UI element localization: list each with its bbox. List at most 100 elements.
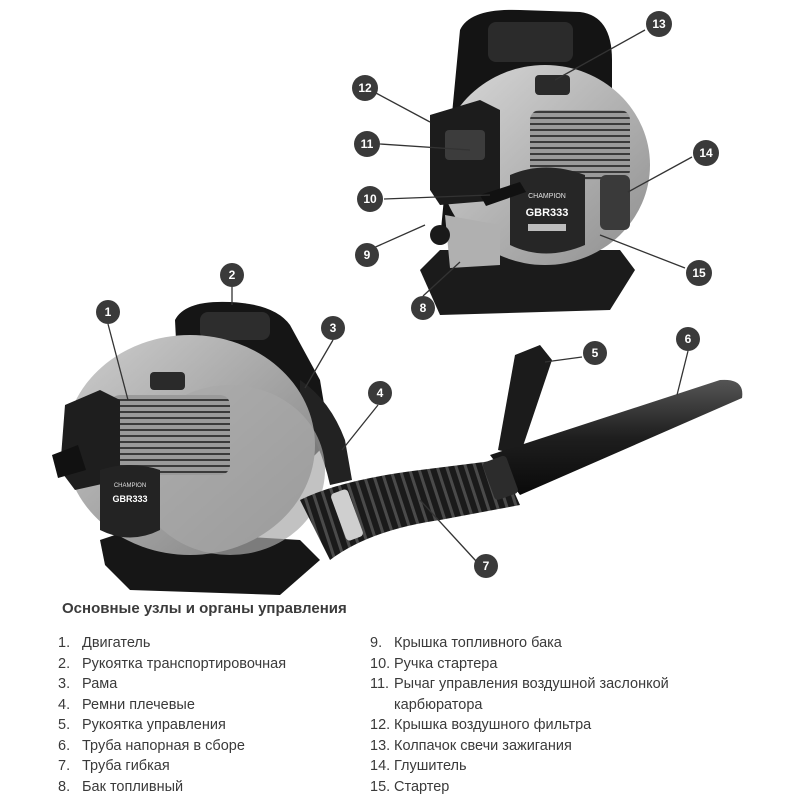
bottom-tube-coupling <box>483 455 518 500</box>
list-item: 5. Рукоятка управления <box>58 715 286 736</box>
item-number: 3. <box>58 676 71 692</box>
list-item: 3. Рама <box>58 674 286 695</box>
callout-6: 6 <box>676 327 700 351</box>
leader-lines <box>107 29 693 562</box>
top-muffler <box>600 175 630 230</box>
list-item: 4. Ремни плечевые <box>58 695 286 716</box>
top-badge <box>510 167 585 254</box>
item-number: 8. <box>58 778 71 795</box>
leader-6 <box>676 350 689 396</box>
top-brand-text: CHAMPION <box>528 193 566 200</box>
item-number: 9. <box>370 635 383 651</box>
svg-text:12: 12 <box>358 81 372 95</box>
callout-7: 7 <box>474 554 498 578</box>
list-item: 2. Рукоятка транспортировочная <box>58 654 286 675</box>
list-item: 1. Двигатель <box>58 633 286 654</box>
item-text: Рычаг управления воздушной заслонкой кар… <box>394 676 669 713</box>
item-text: Рукоятка транспортировочная <box>82 655 287 672</box>
callout-10: 10 <box>357 186 383 212</box>
item-number: 5. <box>58 717 71 733</box>
leader-15 <box>599 234 686 269</box>
bottom-control-handle <box>498 345 552 455</box>
leader-3 <box>304 339 334 389</box>
item-text: Глушитель <box>394 758 467 774</box>
top-carb-lever <box>445 130 485 160</box>
callout-15: 15 <box>686 260 712 286</box>
svg-text:1: 1 <box>105 305 112 319</box>
svg-text:7: 7 <box>483 559 490 573</box>
bottom-badge <box>100 465 160 538</box>
svg-text:9: 9 <box>364 248 371 262</box>
item-text: Колпачок свечи зажигания <box>394 737 572 754</box>
item-text: Ручка стартера <box>394 655 498 672</box>
list-item: 10.Ручка стартера <box>370 654 734 675</box>
item-text: Крышка топливного бака <box>394 635 562 651</box>
item-text: Труба напорная в сборе <box>82 737 245 754</box>
item-number: 6. <box>58 737 71 754</box>
top-badge-strip <box>528 224 566 231</box>
parts-list-title: Основные узлы и органы управления <box>62 600 347 617</box>
svg-text:2: 2 <box>229 268 236 282</box>
svg-text:8: 8 <box>420 301 427 315</box>
list-item: 6. Труба напорная в сборе <box>58 736 286 757</box>
item-text: Рукоятка управления <box>82 717 226 733</box>
leader-13 <box>554 29 646 81</box>
callouts: 1 2 3 4 5 6 7 8 9 10 11 12 13 14 15 <box>96 11 719 578</box>
leader-14 <box>627 156 693 193</box>
parts-list-right: 9. Крышка топливного бака 10.Ручка старте… <box>370 633 734 797</box>
leader-9 <box>370 224 426 250</box>
leader-5 <box>544 356 583 363</box>
leader-10 <box>383 194 491 200</box>
item-text: Крышка воздушного фильтра <box>394 717 592 733</box>
callout-8: 8 <box>411 296 435 320</box>
list-item: 12.Крышка воздушного фильтра <box>370 715 734 736</box>
callout-13: 13 <box>646 11 672 37</box>
leader-7 <box>419 499 477 562</box>
item-number: 4. <box>58 696 71 713</box>
svg-text:3: 3 <box>330 321 337 335</box>
leader-4 <box>341 404 379 451</box>
item-text: Рама <box>82 676 118 692</box>
top-fuel-tank <box>445 215 500 268</box>
svg-text:15: 15 <box>692 266 706 280</box>
bottom-starter-handle <box>52 445 86 478</box>
callout-11: 11 <box>354 131 380 157</box>
leader-1 <box>107 323 129 401</box>
svg-text:14: 14 <box>699 146 713 160</box>
list-item: 14.Глушитель <box>370 756 734 777</box>
bottom-pressure-tube <box>490 379 743 495</box>
top-handle-opening <box>488 22 573 62</box>
item-text: Ремни плечевые <box>82 696 195 713</box>
item-text: Двигатель <box>82 635 151 651</box>
list-item: 7.Труба гибкая <box>58 756 286 777</box>
svg-text:5: 5 <box>592 346 599 360</box>
callout-3: 3 <box>321 316 345 340</box>
blower-rear-view: CHAMPION GBR333 <box>420 9 650 315</box>
item-number: 10. <box>370 655 391 672</box>
item-number: 2. <box>58 655 71 672</box>
list-item: 15.Стартер <box>370 777 734 798</box>
svg-text:6: 6 <box>685 332 692 346</box>
item-number: 7. <box>58 758 71 774</box>
bottom-shoulder-strap <box>300 380 352 485</box>
item-text: Бак топливный <box>82 778 184 795</box>
top-model-text: GBR333 <box>526 207 569 219</box>
item-number: 1. <box>58 635 71 651</box>
parts-list-left: 1. Двигатель 2. Рукоятка транспортировочна… <box>58 633 286 797</box>
svg-text:10: 10 <box>363 192 377 206</box>
callout-12: 12 <box>352 75 378 101</box>
callout-9: 9 <box>355 243 379 267</box>
item-text: Стартер <box>394 778 450 795</box>
top-cooling-grill <box>530 110 630 180</box>
svg-text:11: 11 <box>361 137 374 151</box>
list-item: 13.Колпачок свечи зажигания <box>370 736 734 757</box>
leader-12 <box>373 91 431 123</box>
top-starter-handle <box>480 182 526 206</box>
item-number: 11. <box>370 676 390 692</box>
leader-11 <box>379 143 471 151</box>
callout-2: 2 <box>220 263 244 287</box>
bottom-brand-text: CHAMPION <box>114 483 146 489</box>
bottom-handle-opening <box>200 312 270 340</box>
callout-14: 14 <box>693 140 719 166</box>
